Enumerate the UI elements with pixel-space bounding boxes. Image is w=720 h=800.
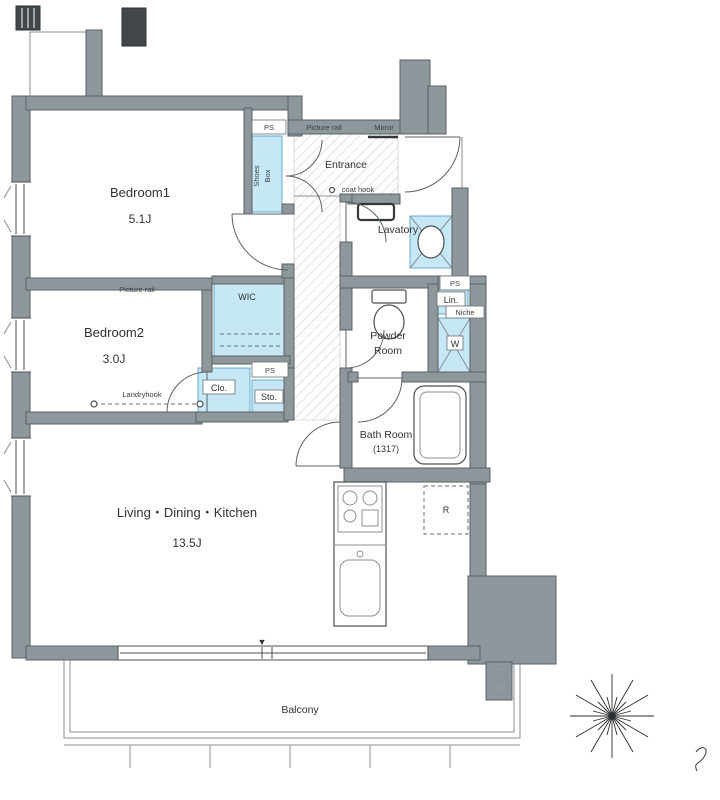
room-label-ldk: Living・Dining・Kitchen — [117, 505, 257, 520]
room-size-bedroom1: 5.1J — [129, 212, 152, 226]
walls — [11, 29, 557, 665]
entry-marker: ▼ — [258, 637, 267, 647]
front-door-swing — [404, 136, 461, 193]
room-size-ldk: 13.5J — [172, 536, 201, 550]
service-shafts — [15, 5, 463, 190]
sanitary-fixtures — [333, 202, 469, 627]
niche-label: Niche — [455, 308, 474, 317]
shoes-box-door-swing-upper — [285, 139, 323, 177]
compass-starburst-icon — [570, 674, 654, 758]
picture-rail-label-left: Picture rail — [119, 285, 155, 294]
room-label-powder-line2: Room — [374, 345, 402, 357]
room-label-bath: Bath Room — [360, 429, 413, 441]
room-label-powder-line1: Powder — [370, 330, 406, 342]
room-label-wic: WIC — [238, 292, 256, 302]
refrigerator-space — [423, 485, 469, 535]
room-label-lavatory: Lavatory — [378, 224, 419, 236]
picture-rail-label-top: Picture rail — [306, 123, 342, 132]
coat-hook-icon — [328, 186, 336, 194]
windows — [3, 181, 31, 497]
coat-hook-label: coat hook — [342, 185, 375, 194]
room-label-bedroom2: Bedroom2 — [84, 325, 144, 340]
closet-label: Clo. — [211, 383, 227, 393]
bedroom1-door-swing — [231, 213, 289, 271]
ps-label-mid: PS — [265, 366, 275, 375]
room-label-entrance: Entrance — [325, 159, 367, 171]
shoes-box-label: Shoes Box — [252, 165, 272, 187]
window-bedroom1 — [3, 181, 31, 237]
mirror-label: Mirror — [374, 123, 394, 132]
wash-basin — [417, 225, 445, 259]
kitchen-sink — [339, 559, 381, 617]
room-size-bath: (1317) — [373, 444, 399, 454]
balcony-sliding-door — [117, 645, 429, 661]
ldk-door-swing — [295, 421, 341, 467]
shoes-box-door-swing-lower — [285, 175, 323, 213]
room-label-bedroom1: Bedroom1 — [110, 185, 170, 200]
window-ldk — [3, 437, 31, 497]
shoes-box — [251, 135, 283, 213]
text-labels: Bedroom1 5.1J Bedroom2 3.0J Living・Dinin… — [84, 123, 475, 716]
linen-label: Lin. — [444, 295, 459, 305]
fridge-label: R — [443, 505, 450, 515]
bath-door-swing — [357, 377, 403, 423]
bathtub — [413, 385, 467, 465]
powder-room-door-swing — [345, 329, 385, 369]
lavatory-door-swing — [345, 201, 387, 243]
kitchen-counter — [333, 481, 387, 627]
stove — [337, 485, 383, 533]
storage-label: Sto. — [261, 392, 277, 402]
laundry-hook-icon — [196, 400, 204, 408]
svg-text:Shoes: Shoes — [252, 165, 261, 187]
svg-text:Box: Box — [263, 169, 272, 182]
washer-label: W — [451, 339, 460, 349]
toilet-tank — [371, 289, 407, 304]
column-shaft-icon — [121, 7, 147, 47]
bedroom2-door-swing — [166, 371, 208, 413]
window-bedroom2 — [3, 317, 31, 373]
signature-mark — [695, 747, 707, 772]
ps-label-top: PS — [264, 123, 274, 132]
balcony-outline — [63, 660, 521, 768]
hook-symbols — [90, 135, 398, 408]
toilet-bowl — [373, 304, 405, 340]
door-swing-arcs — [166, 136, 461, 467]
ps-label-right: PS — [450, 279, 460, 288]
label-boxes — [202, 119, 485, 404]
room-size-bedroom2: 3.0J — [103, 352, 126, 366]
laundry-hook-icon — [90, 400, 98, 408]
room-label-balcony: Balcony — [281, 704, 319, 716]
laundry-hook-label: Landryhook — [122, 390, 161, 399]
